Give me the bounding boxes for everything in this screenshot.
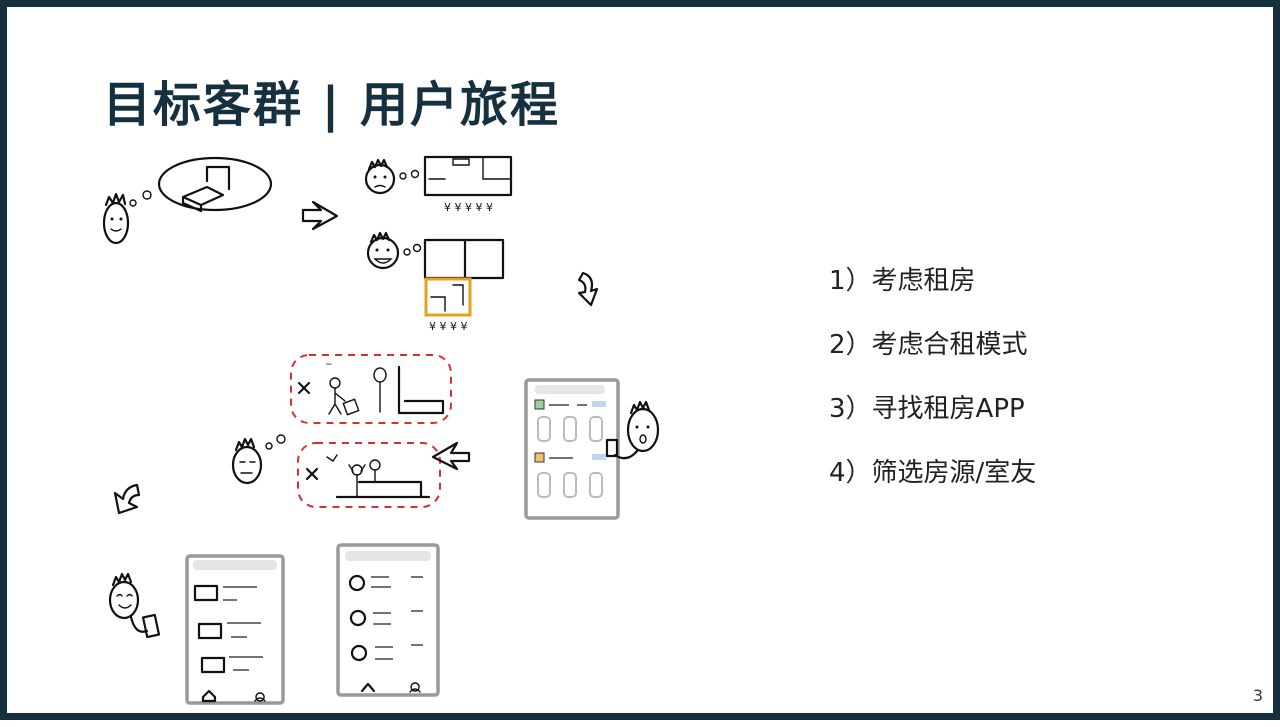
person-unhappy-expensive-room: ¥ ¥ ¥ ¥ ¥: [366, 157, 511, 214]
svg-text:¥ ¥ ¥ ¥: ¥ ¥ ¥ ¥: [429, 320, 467, 333]
option-bubble-alone: ~: [291, 355, 451, 423]
journey-step-1: 1）考虑租房: [829, 265, 1036, 297]
flow-arrow-left: [433, 443, 469, 469]
person-thinking-bed: [104, 158, 271, 243]
person-happy-shared-room: ¥ ¥ ¥ ¥: [368, 233, 503, 333]
journey-step-4: 4）筛选房源/室友: [829, 457, 1036, 489]
flow-arrow-down-left: [115, 485, 139, 513]
flow-arrow-right: [303, 202, 337, 229]
phone-room-listing-sketch: [187, 556, 283, 703]
journey-steps-list: 1）考虑租房 2）考虑合租模式 3）寻找租房APP 4）筛选房源/室友: [829, 265, 1036, 521]
phone-roommate-listing-sketch: [338, 545, 438, 695]
user-journey-sketch: ¥ ¥ ¥ ¥ ¥ ¥ ¥ ¥ ¥ ~: [7, 7, 1280, 727]
svg-text:~: ~: [325, 360, 333, 370]
page-number: 3: [1253, 686, 1263, 705]
journey-step-2: 2）考虑合租模式: [829, 329, 1036, 361]
person-deliberating: [233, 435, 285, 483]
phone-app-list-sketch: [526, 380, 618, 518]
person-happy-with-phone: [110, 574, 159, 637]
journey-step-3: 3）寻找租房APP: [829, 393, 1036, 425]
svg-text:¥ ¥ ¥ ¥ ¥: ¥ ¥ ¥ ¥ ¥: [444, 201, 493, 214]
flow-arrow-down: [579, 273, 597, 305]
option-bubble-shared: [298, 443, 440, 507]
